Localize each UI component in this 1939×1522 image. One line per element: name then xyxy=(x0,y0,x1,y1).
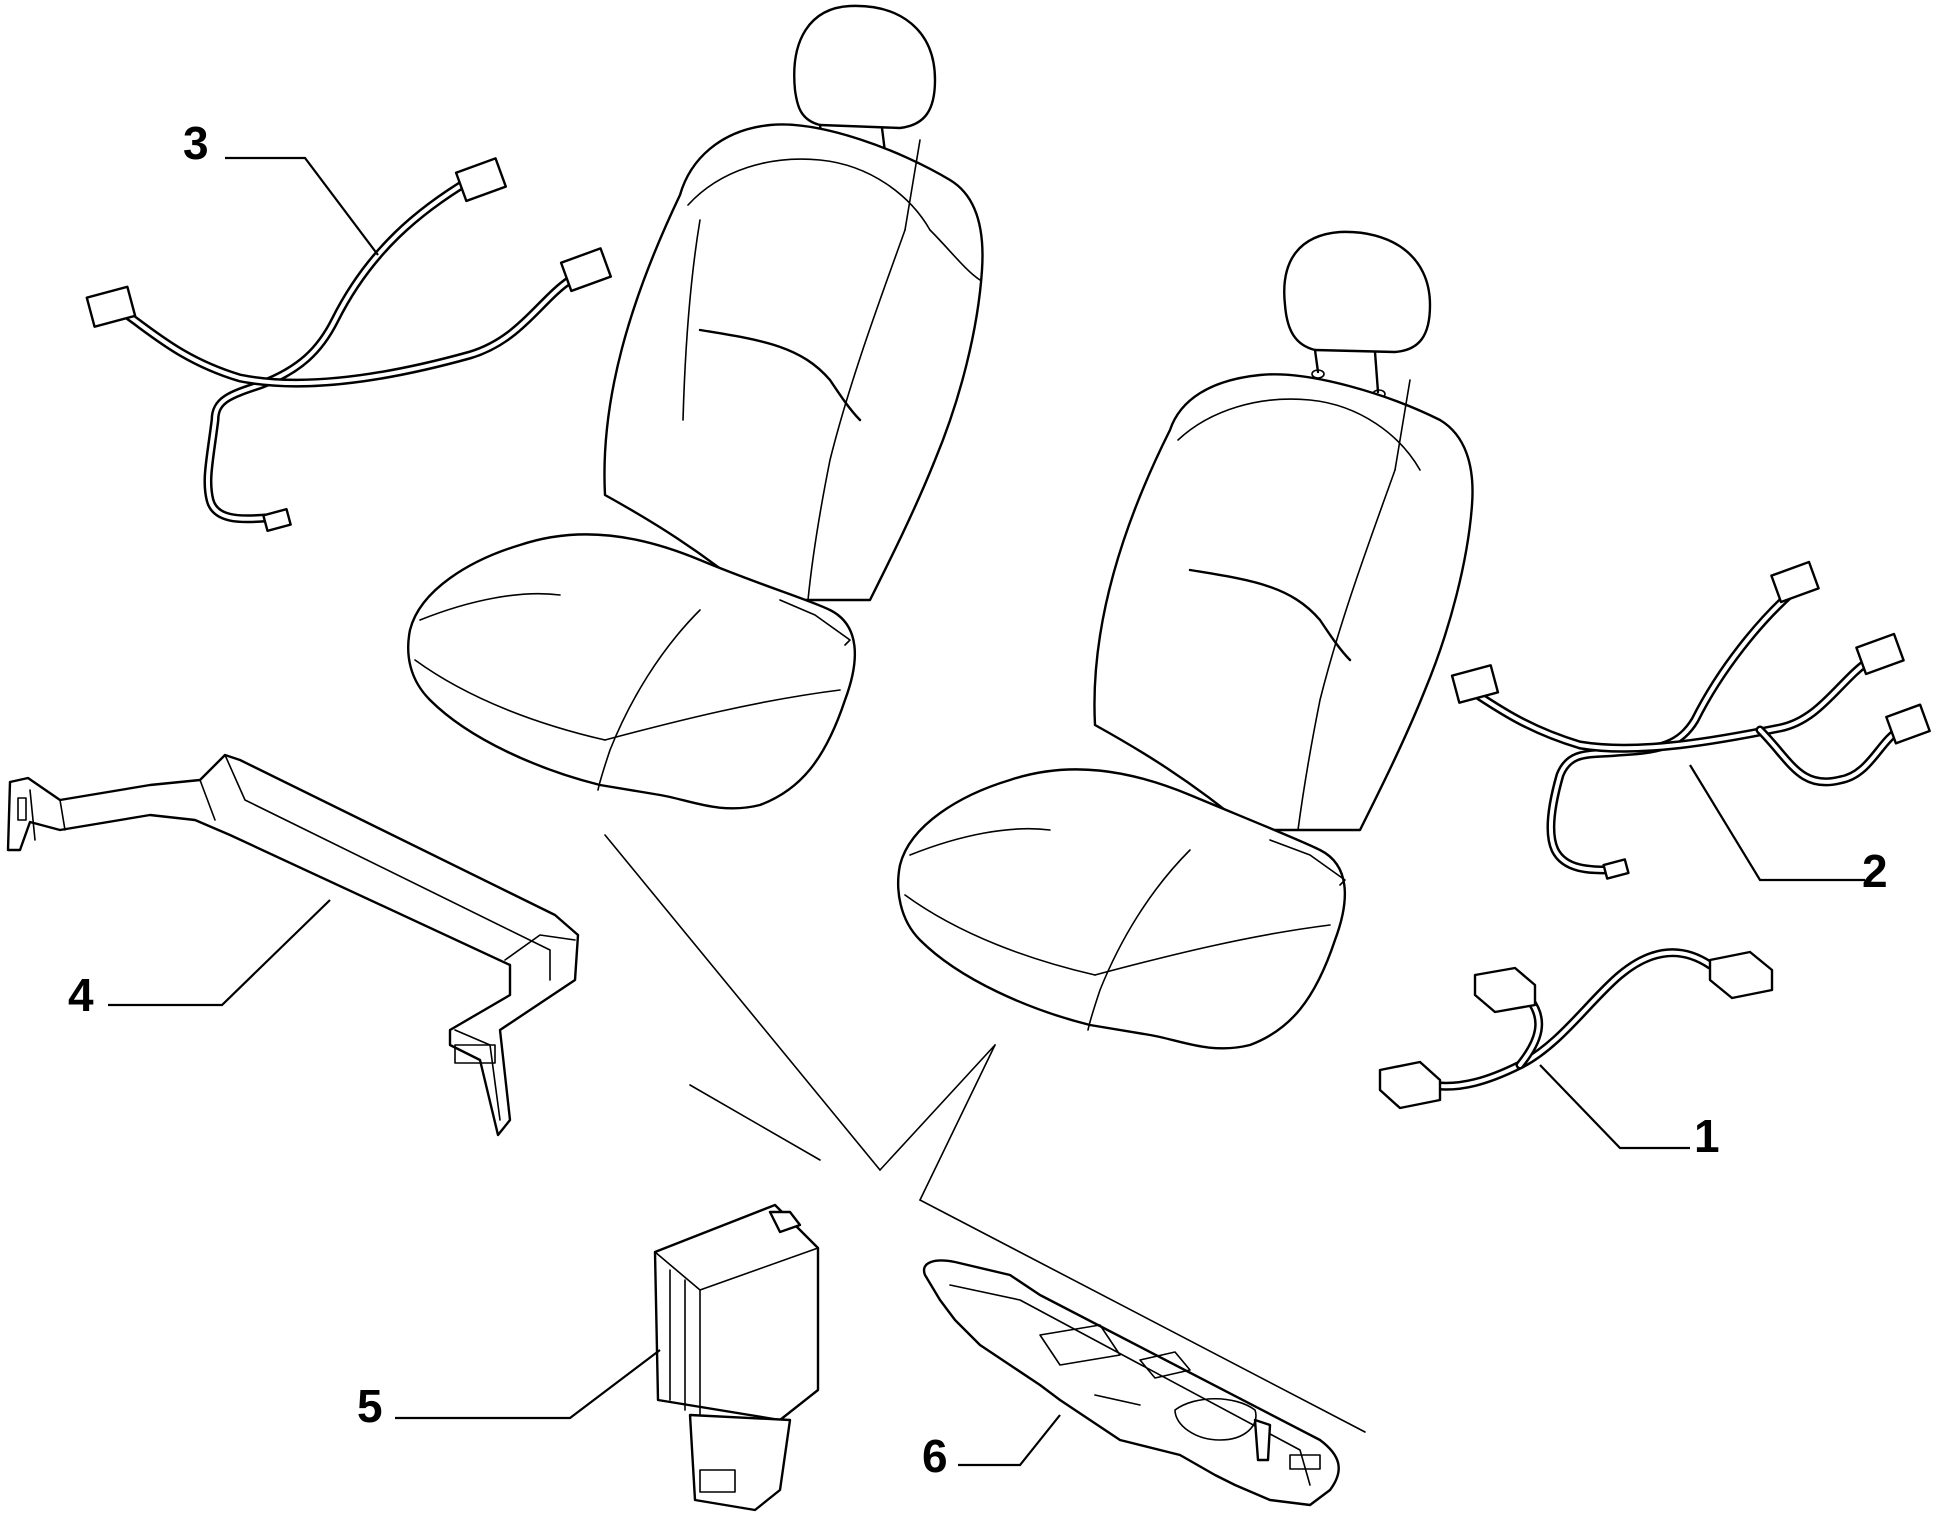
left-seat xyxy=(407,4,984,810)
callout-3: 3 xyxy=(183,117,209,169)
leader-lines xyxy=(108,156,1865,1467)
seat-rail-bracket-4 xyxy=(6,753,580,1137)
guide-lines xyxy=(604,834,1366,1433)
callout-4: 4 xyxy=(68,969,94,1021)
wiring-harness-2 xyxy=(1450,560,1931,880)
callout-2: 2 xyxy=(1862,845,1888,897)
callout-5: 5 xyxy=(357,1380,383,1432)
sensor-mat-6 xyxy=(922,1259,1340,1507)
right-seat xyxy=(897,230,1474,1050)
control-module-5 xyxy=(653,1203,820,1512)
wiring-harness-1 xyxy=(1378,948,1774,1110)
wiring-harness-3 xyxy=(85,157,613,533)
callout-6: 6 xyxy=(922,1430,948,1482)
callout-1: 1 xyxy=(1694,1110,1720,1162)
